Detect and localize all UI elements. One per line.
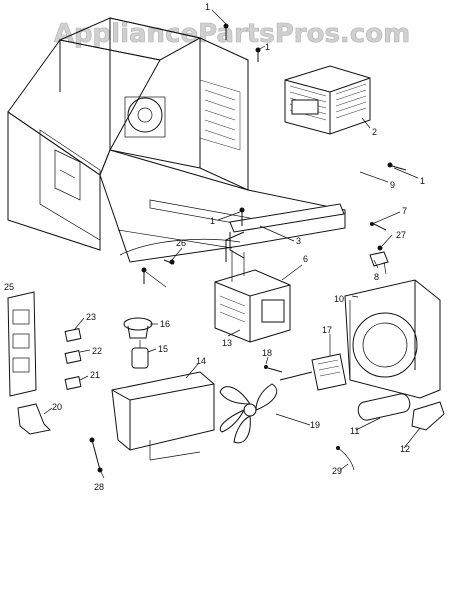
part-17-fan-motor (279, 353, 347, 391)
callout-9: 9 (390, 180, 395, 190)
micro-switches (64, 328, 82, 390)
wire-parts (89, 437, 355, 473)
part-20-hook (17, 403, 52, 435)
part-6-magnetron (214, 231, 291, 343)
callout-2: 2 (372, 127, 377, 137)
leader-lines (43, 9, 421, 479)
part-25-switch-holder (7, 291, 37, 397)
part-18-screw (264, 365, 283, 373)
cabinet-chassis (7, 17, 346, 263)
callout-8: 8 (374, 272, 379, 282)
watermark-text: AppliancePartsPros.com (54, 19, 410, 49)
part-2-component (284, 65, 371, 135)
callout-6: 6 (303, 254, 308, 264)
callout-1b: 1 (265, 42, 270, 52)
callout-20: 20 (52, 402, 62, 412)
part-10-fan-duct (344, 279, 441, 399)
callout-16: 16 (160, 319, 170, 329)
callout-22: 22 (92, 346, 102, 356)
callout-labels: 1 1 2 1 9 1 7 3 6 27 26 8 10 1 25 23 16 … (4, 2, 425, 492)
callout-14: 14 (196, 356, 206, 366)
callout-26: 26 (176, 238, 186, 248)
callout-21: 21 (90, 370, 100, 380)
callout-1e: 1 (210, 216, 215, 226)
callout-23: 23 (86, 312, 96, 322)
callout-11: 11 (350, 426, 359, 436)
callout-28: 28 (94, 482, 104, 492)
part-14-air-guide (111, 371, 215, 461)
callout-25: 25 (4, 282, 14, 292)
callout-15: 15 (158, 344, 168, 354)
part-12-bracket (411, 401, 445, 431)
callout-17: 17 (322, 325, 332, 335)
part-8-clip (369, 251, 389, 275)
callout-10: 10 (334, 294, 344, 304)
callout-12: 12 (400, 444, 410, 454)
callout-19: 19 (310, 420, 320, 430)
callout-27: 27 (396, 230, 406, 240)
part-15-motor (131, 340, 149, 369)
callout-3: 3 (296, 236, 301, 246)
callout-29: 29 (332, 466, 342, 476)
callout-1c: 1 (420, 176, 425, 186)
part-11-capacitor (357, 393, 411, 421)
part-16-coupler (123, 317, 153, 339)
part-19-fan-blade (219, 383, 278, 444)
screws (141, 23, 407, 284)
callout-13: 13 (222, 338, 232, 348)
callout-1a: 1 (205, 2, 210, 12)
callout-18: 18 (262, 348, 272, 358)
callout-7: 7 (402, 206, 407, 216)
